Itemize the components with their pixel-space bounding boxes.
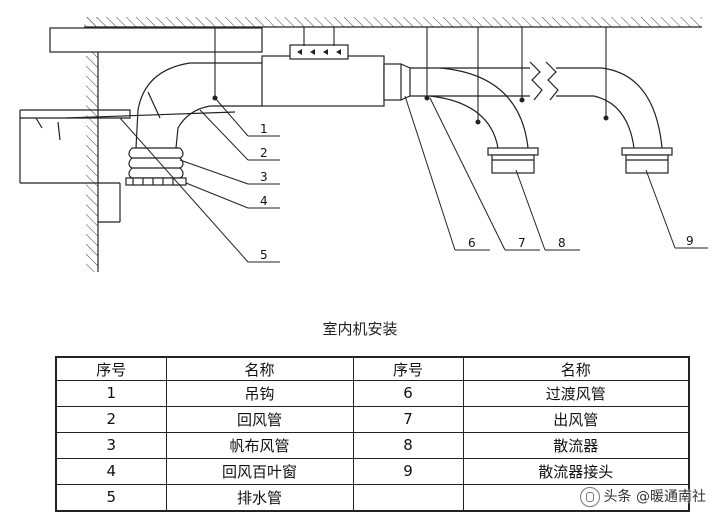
transition-duct [400, 63, 530, 101]
cell: 散流器接头 [462, 457, 690, 485]
return-air-duct [135, 62, 262, 149]
cell: 过渡风管 [462, 380, 690, 407]
cell: 回风管 [165, 405, 354, 433]
supply-air-duct [556, 67, 663, 149]
diffuser-1 [487, 147, 539, 174]
callout-7: 7 [518, 236, 526, 250]
table-row: 4 回风百叶窗 9 散流器接头 [55, 457, 690, 485]
header-name-2: 名称 [462, 356, 690, 381]
diagram-caption: 室内机安装 [322, 320, 398, 338]
header-name-1: 名称 [165, 356, 354, 381]
return-air-louver [125, 177, 187, 186]
cell: 回风百叶窗 [165, 457, 354, 485]
callout-9: 9 [686, 234, 694, 248]
drain-pipe [19, 109, 236, 223]
canvas-flex-duct [128, 147, 184, 179]
table-row: 1 吊钩 6 过渡风管 [55, 380, 690, 407]
cell: 4 [55, 457, 167, 485]
duct-break-symbol-2 [545, 61, 559, 101]
cell [352, 483, 464, 512]
source-logo-icon [579, 487, 600, 507]
cell: 帆布风管 [165, 431, 354, 459]
table-header-row: 序号 名称 序号 名称 [55, 356, 690, 381]
table-row: 3 帆布风管 8 散流器 [55, 431, 690, 459]
cell: 9 [352, 457, 464, 485]
diffuser-2 [621, 147, 673, 174]
cell [462, 483, 690, 512]
callout-3: 3 [260, 170, 268, 184]
indoor-unit-installation-diagram: 1 2 3 4 5 6 7 8 9 [19, 17, 708, 272]
leader-lines [119, 95, 708, 263]
callout-1: 1 [260, 122, 268, 136]
cell: 8 [352, 431, 464, 459]
duct-break-symbol [529, 61, 543, 101]
cell: 2 [55, 405, 167, 433]
callout-2: 2 [260, 146, 268, 160]
supply-branch-1 [429, 67, 529, 149]
wall [86, 17, 99, 272]
cell: 7 [352, 405, 464, 433]
cell: 6 [352, 380, 464, 407]
cell: 1 [55, 380, 167, 407]
cell: 散流器 [462, 431, 690, 459]
watermark-text: 头条 @暖通南社 [603, 489, 706, 505]
callout-8: 8 [558, 236, 566, 250]
legend-table: 序号 名称 序号 名称 1 吊钩 6 过渡风管 2 回风管 7 出风管 3 帆布… [55, 356, 690, 512]
header-index-1: 序号 [55, 356, 167, 381]
cell: 3 [55, 431, 167, 459]
table-row: 5 排水管 [55, 483, 690, 512]
watermark: 头条 @暖通南社 [579, 486, 706, 507]
header-index-2: 序号 [352, 356, 464, 381]
ceiling [84, 17, 702, 28]
cell: 吊钩 [165, 380, 354, 407]
callout-5: 5 [260, 248, 268, 262]
cell: 排水管 [165, 483, 354, 512]
callout-4: 4 [260, 194, 268, 208]
cell: 5 [55, 483, 167, 512]
cell: 出风管 [462, 405, 690, 433]
callout-6: 6 [468, 236, 476, 250]
callout-numbers: 1 2 3 4 5 6 7 8 9 [260, 122, 694, 262]
table-row: 2 回风管 7 出风管 [55, 405, 690, 433]
ceiling-beam [49, 27, 263, 53]
indoor-unit [261, 44, 402, 107]
